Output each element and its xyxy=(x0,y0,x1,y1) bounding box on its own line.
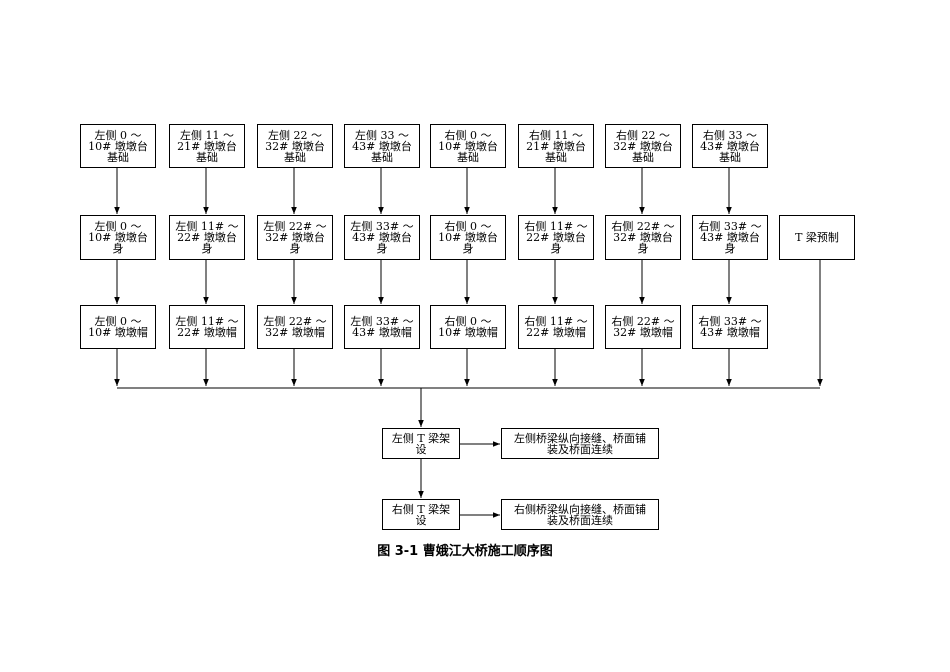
left-22-32-pier-cap-box: 左侧 22# ～ 32# 墩墩帽 xyxy=(257,305,333,349)
box-label: 右侧 22# ～ 32# 墩墩台 身 xyxy=(611,220,675,255)
right-11-21-foundation-box: 右侧 11 ～ 21# 墩墩台 基础 xyxy=(518,124,594,168)
left-33-43-pier-body-box: 左侧 33# ～ 43# 墩墩台 身 xyxy=(344,215,420,260)
left-0-10-pier-body-box: 左侧 0 ～ 10# 墩墩台 身 xyxy=(80,215,156,260)
box-label: 左侧 33# ～ 43# 墩墩台 身 xyxy=(350,220,414,255)
box-label: 右侧 11# ～ 22# 墩墩帽 xyxy=(524,315,588,339)
box-label: 右侧 T 梁架 设 xyxy=(391,502,451,527)
box-label: 右侧 22 ～ 32# 墩墩台 基础 xyxy=(613,128,673,164)
right-0-10-foundation-box: 右侧 0 ～ 10# 墩墩台 基础 xyxy=(430,124,506,168)
left-11-22-pier-cap-box: 左侧 11# ～ 22# 墩墩帽 xyxy=(169,305,245,349)
left-11-22-pier-body-box: 左侧 11# ～ 22# 墩墩台 身 xyxy=(169,215,245,260)
box-label: 左侧 T 梁架 设 xyxy=(391,431,451,456)
right-33-43-pier-cap-box: 右侧 33# ～ 43# 墩墩帽 xyxy=(692,305,768,349)
box-label: 右侧 33# ～ 43# 墩墩帽 xyxy=(698,315,762,339)
box-label: 左侧 11 ～ 21# 墩墩台 基础 xyxy=(177,128,237,164)
box-label: 右侧 11# ～ 22# 墩墩台 身 xyxy=(524,220,588,255)
box-label: 右侧 33 ～ 43# 墩墩台 基础 xyxy=(700,128,760,164)
right-33-43-pier-body-box: 右侧 33# ～ 43# 墩墩台 身 xyxy=(692,215,768,260)
box-label: T 梁预制 xyxy=(795,231,839,244)
right-deck-joint-box: 右侧桥梁纵向接缝、桥面铺 装及桥面连续 xyxy=(501,499,659,530)
right-22-32-pier-cap-box: 右侧 22# ～ 32# 墩墩帽 xyxy=(605,305,681,349)
box-label: 左侧 0 ～ 10# 墩墩台 基础 xyxy=(88,128,148,164)
left-22-32-foundation-box: 左侧 22 ～ 32# 墩墩台 基础 xyxy=(257,124,333,168)
right-33-43-foundation-box: 右侧 33 ～ 43# 墩墩台 基础 xyxy=(692,124,768,168)
box-label: 左侧 0 ～ 10# 墩墩台 身 xyxy=(88,220,148,255)
box-label: 左侧 11# ～ 22# 墩墩帽 xyxy=(175,315,239,339)
box-label: 左侧 0 ～ 10# 墩墩帽 xyxy=(88,315,148,339)
box-label: 右侧 33# ～ 43# 墩墩台 身 xyxy=(698,220,762,255)
left-11-21-foundation-box: 左侧 11 ～ 21# 墩墩台 基础 xyxy=(169,124,245,168)
left-t-beam-erection-box: 左侧 T 梁架 设 xyxy=(382,428,460,459)
left-0-10-pier-cap-box: 左侧 0 ～ 10# 墩墩帽 xyxy=(80,305,156,349)
box-label: 右侧 0 ～ 10# 墩墩台 基础 xyxy=(438,128,498,164)
left-33-43-foundation-box: 左侧 33 ～ 43# 墩墩台 基础 xyxy=(344,124,420,168)
left-deck-joint-box: 左侧桥梁纵向接缝、桥面铺 装及桥面连续 xyxy=(501,428,659,459)
box-label: 右侧 0 ～ 10# 墩墩台 身 xyxy=(438,220,498,255)
box-label: 右侧 0 ～ 10# 墩墩帽 xyxy=(438,315,498,339)
left-22-32-pier-body-box: 左侧 22# ～ 32# 墩墩台 身 xyxy=(257,215,333,260)
right-t-beam-erection-box: 右侧 T 梁架 设 xyxy=(382,499,460,530)
box-label: 左侧 22# ～ 32# 墩墩台 身 xyxy=(263,220,327,255)
box-label: 左侧桥梁纵向接缝、桥面铺 装及桥面连续 xyxy=(514,431,646,456)
right-0-10-pier-body-box: 右侧 0 ～ 10# 墩墩台 身 xyxy=(430,215,506,260)
box-label: 左侧 22# ～ 32# 墩墩帽 xyxy=(263,315,327,339)
box-label: 左侧 33# ～ 43# 墩墩帽 xyxy=(350,315,414,339)
box-label: 左侧 33 ～ 43# 墩墩台 基础 xyxy=(352,128,412,164)
right-11-22-pier-cap-box: 右侧 11# ～ 22# 墩墩帽 xyxy=(518,305,594,349)
right-0-10-pier-cap-box: 右侧 0 ～ 10# 墩墩帽 xyxy=(430,305,506,349)
right-11-22-pier-body-box: 右侧 11# ～ 22# 墩墩台 身 xyxy=(518,215,594,260)
right-22-32-pier-body-box: 右侧 22# ～ 32# 墩墩台 身 xyxy=(605,215,681,260)
box-label: 右侧 11 ～ 21# 墩墩台 基础 xyxy=(526,128,586,164)
right-22-32-foundation-box: 右侧 22 ～ 32# 墩墩台 基础 xyxy=(605,124,681,168)
box-label: 左侧 11# ～ 22# 墩墩台 身 xyxy=(175,220,239,255)
t-beam-prefab-box: T 梁预制 xyxy=(779,215,855,260)
box-label: 左侧 22 ～ 32# 墩墩台 基础 xyxy=(265,128,325,164)
left-33-43-pier-cap-box: 左侧 33# ～ 43# 墩墩帽 xyxy=(344,305,420,349)
left-0-10-foundation-box: 左侧 0 ～ 10# 墩墩台 基础 xyxy=(80,124,156,168)
box-label: 右侧 22# ～ 32# 墩墩帽 xyxy=(611,315,675,339)
figure-caption: 图 3-1 曹娥江大桥施工顺序图 xyxy=(377,544,553,559)
box-label: 右侧桥梁纵向接缝、桥面铺 装及桥面连续 xyxy=(514,502,646,527)
